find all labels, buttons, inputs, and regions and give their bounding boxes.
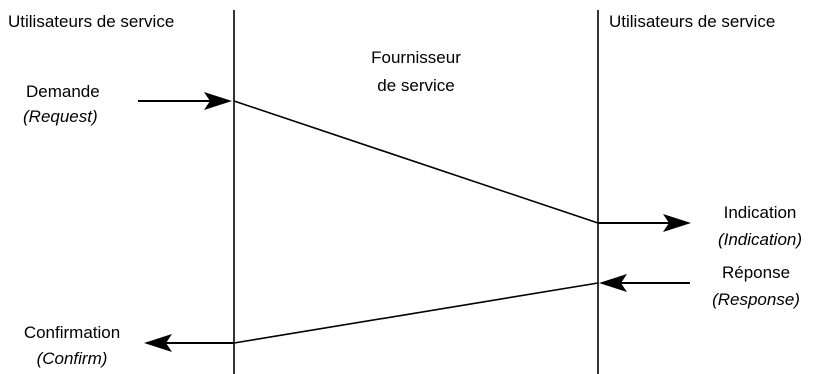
confirm-label: Confirmation [24,323,120,342]
request-arrow [138,92,232,110]
request-to-indication-line [233,100,599,224]
provider-label-line2: de service [377,76,454,95]
right-users-header: Utilisateurs de service [609,12,775,31]
request-label-en: (Request) [23,107,98,126]
confirm-arrow [144,334,234,352]
response-to-confirm-line [233,282,599,344]
indication-arrow [598,214,691,232]
indication-label-en: (Indication) [718,230,802,249]
left-users-header: Utilisateurs de service [8,12,174,31]
response-label-en: (Response) [712,290,800,309]
response-label: Réponse [722,263,790,282]
provider-label-line1: Fournisseur [371,48,461,67]
confirm-label-en: (Confirm) [37,349,108,368]
request-label: Demande [26,82,100,101]
response-arrow [599,274,690,292]
indication-label: Indication [724,203,797,222]
